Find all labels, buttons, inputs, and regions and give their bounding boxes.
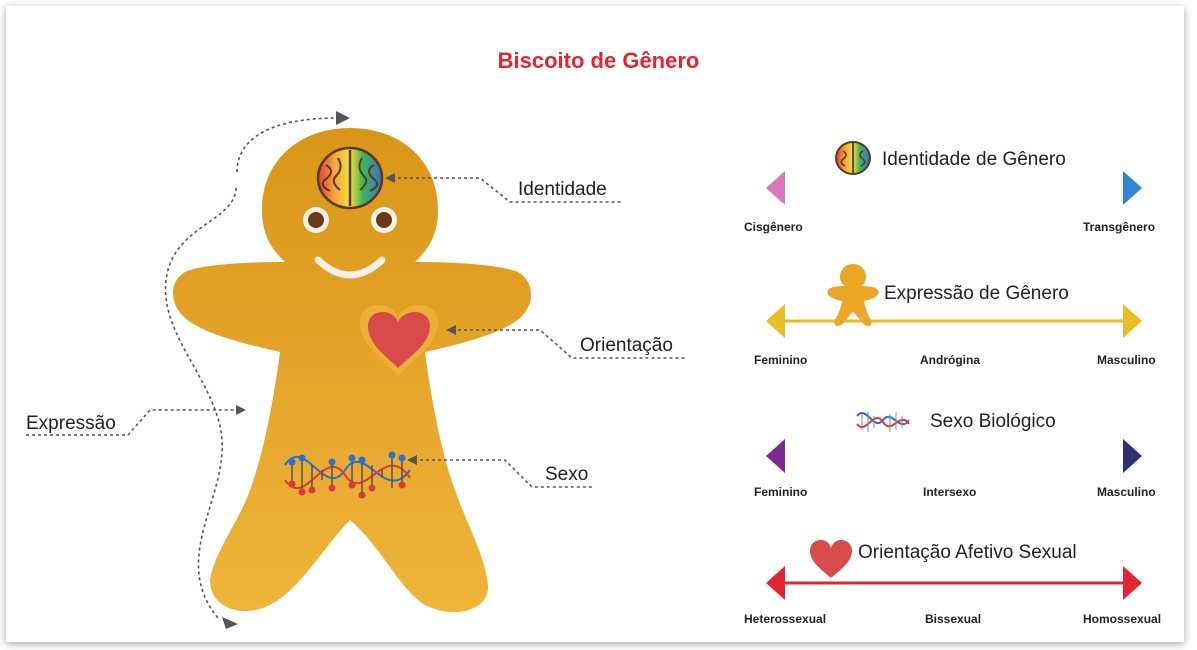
heart-icon bbox=[810, 540, 852, 578]
label-expressao: Expressão bbox=[26, 413, 116, 434]
smile bbox=[314, 256, 386, 279]
label-orientacao: Orientação bbox=[580, 335, 673, 356]
scale-right-identidade: Transgênero bbox=[1083, 220, 1156, 234]
leader-arrowheads bbox=[222, 111, 456, 629]
gingerbread-icon bbox=[827, 264, 879, 327]
dna-icon bbox=[856, 412, 910, 432]
scale-left-orientacao: Heterossexual bbox=[744, 612, 827, 626]
scale-middle-expressao: Andrógina bbox=[920, 353, 980, 367]
scale-middle-orientacao: Bissexual bbox=[925, 612, 982, 626]
dna-icon bbox=[284, 451, 411, 499]
brain-icon bbox=[316, 146, 384, 210]
scale-arrow-orientacao bbox=[766, 566, 1142, 600]
scale-left-identidade: Cisgênero bbox=[744, 220, 803, 234]
scale-right-sexo: Masculino bbox=[1097, 485, 1156, 499]
scale-heading-sexo: Sexo Biológico bbox=[930, 411, 1056, 432]
leader-lines bbox=[26, 117, 686, 619]
scale-heading-orientacao: Orientação Afetivo Sexual bbox=[858, 542, 1077, 563]
scale-middle-sexo: Intersexo bbox=[923, 485, 977, 499]
scale-left-expressao: Feminino bbox=[754, 353, 808, 367]
scale-arrow-expressao bbox=[766, 304, 1142, 338]
label-sexo: Sexo bbox=[545, 464, 589, 485]
scale-heading-identidade: Identidade de Gênero bbox=[882, 149, 1066, 170]
diagram-title: Biscoito de Gênero bbox=[497, 48, 700, 73]
scale-arrow-identidade bbox=[766, 171, 1142, 205]
scale-heading-expressao: Expressão de Gênero bbox=[884, 283, 1069, 304]
scale-right-orientacao: Homossexual bbox=[1083, 612, 1162, 626]
scale-left-sexo: Feminino bbox=[754, 485, 808, 499]
gingerbread-figure bbox=[172, 128, 532, 613]
heart-icon bbox=[360, 304, 438, 376]
brain-icon bbox=[835, 141, 871, 175]
scale-arrow-sexo bbox=[766, 439, 1142, 473]
gingerbread-body bbox=[172, 128, 532, 613]
scale-right-expressao: Masculino bbox=[1097, 353, 1156, 367]
label-identidade: Identidade bbox=[518, 179, 607, 200]
